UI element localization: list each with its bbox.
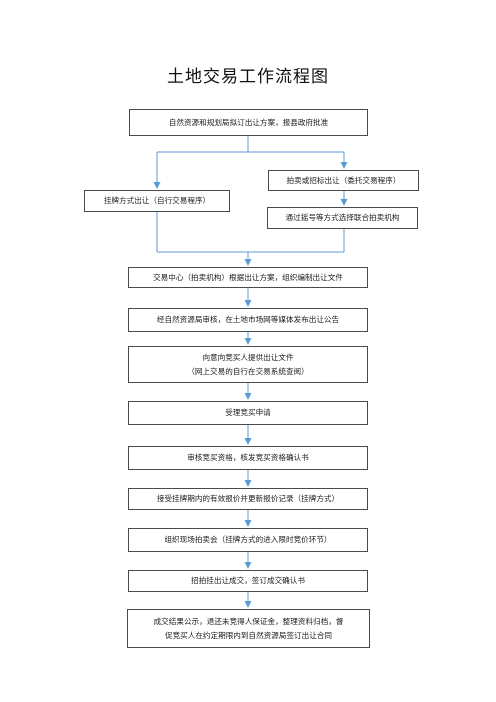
node-review-qualification: 审核竞买资格，核发竞买资格确认书: [128, 446, 368, 470]
node-provide-documents: 向意向竞买人提供出让文件 （网上交易的自行在交易系统查阅）: [128, 346, 368, 383]
node-approval-plan: 自然资源和规划局拟订出让方案，报县政府批准: [129, 109, 368, 136]
node-prepare-documents: 交易中心（拍卖机构）根据出让方案，组织编制出让文件: [128, 267, 368, 288]
node-listing-self: 挂牌方式出让（自行交易程序）: [84, 190, 230, 212]
node-auction-tender: 拍卖或招标出让（委托交易程序）: [268, 170, 419, 191]
node-accept-application: 受理竞买申请: [128, 401, 368, 425]
node-line: 向意向竞买人提供出让文件: [202, 352, 294, 362]
node-onsite-auction: 组织现场拍卖会（挂牌方式的进入限时竞价环节）: [128, 528, 368, 552]
node-line: 成交结果公示，退还未竞得人保证金，整理资料归档，督: [153, 616, 344, 626]
node-line: 促竞买人在约定期限内到自然资源局签订出让合同: [164, 630, 333, 640]
node-result-publicity: 成交结果公示，退还未竞得人保证金，整理资料归档，督 促竞买人在约定期限内到自然资…: [127, 609, 370, 648]
node-lottery-select: 通过摇号等方式选择联合拍卖机构: [267, 207, 418, 229]
node-accept-bids: 接受挂牌期内的有效报价并更新报价记录（挂牌方式）: [128, 488, 368, 510]
page-title: 土地交易工作流程图: [167, 67, 329, 87]
node-line: （网上交易的自行在交易系统查阅）: [187, 366, 309, 376]
node-deal-confirmation: 招拍挂出让成交，签订成交确认书: [128, 570, 368, 592]
node-publish-announcement: 经自然资源局审核，在土地市场网等媒体发布出让公告: [128, 308, 368, 332]
